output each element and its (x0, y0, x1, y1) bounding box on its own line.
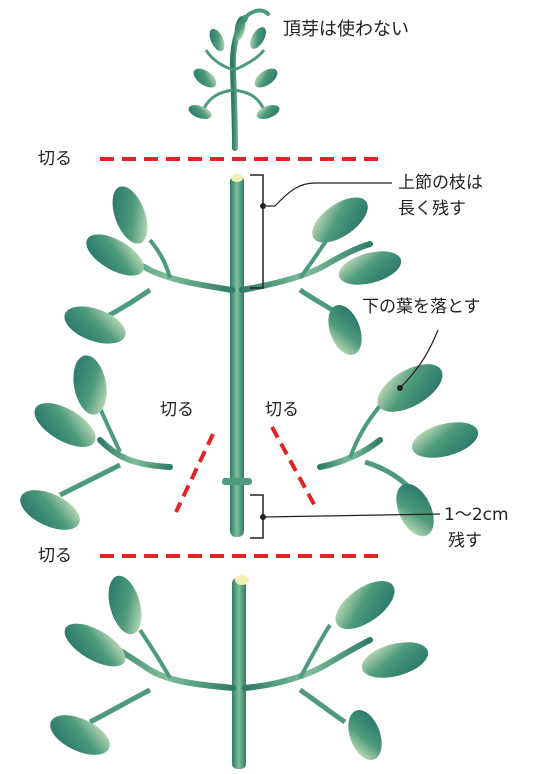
leaf-icon (86, 234, 144, 276)
stub-length-label: 1～2cm (444, 505, 509, 525)
leaf-icon (108, 575, 142, 635)
leaf-icon (338, 251, 402, 285)
leaf-icon (396, 483, 434, 537)
leaf-icon (312, 197, 368, 243)
leaf-icon (112, 186, 148, 244)
upper-node-label-2: 長く残す (398, 199, 466, 219)
cut-label-bottom: 切る (38, 546, 72, 566)
stub-keep-label: 残す (448, 531, 482, 551)
upper-node-label-1: 上節の枝は (398, 173, 483, 193)
leaf-icon (411, 422, 479, 458)
leaf-icon (50, 715, 110, 755)
leaf-icon (328, 305, 362, 355)
apical-bud-sprig (188, 8, 280, 151)
leaf-icon (64, 306, 126, 344)
apical-bud-label: 頂芽は使わない (283, 19, 409, 40)
leaf-icon (20, 490, 80, 530)
leaf-icon (348, 710, 382, 760)
cut-label-left: 切る (160, 400, 194, 420)
cut-line-right (270, 426, 318, 509)
leaf-icon (377, 364, 443, 412)
remaining-plant (50, 575, 429, 769)
leaf-icon (64, 623, 126, 667)
cut-line-left (174, 433, 215, 513)
cut-label-right: 切る (265, 400, 299, 420)
leaf-icon (335, 581, 395, 629)
leaf-icon (34, 403, 96, 447)
cut-face (231, 174, 243, 182)
leaf-icon (361, 642, 429, 678)
cut-label-top: 切る (38, 149, 72, 169)
remove-lower-leaves-label: 下の葉を落とす (362, 297, 481, 317)
leaf-icon (73, 355, 107, 415)
middle-cutting (20, 174, 479, 537)
upper-node-bracket (250, 174, 264, 289)
